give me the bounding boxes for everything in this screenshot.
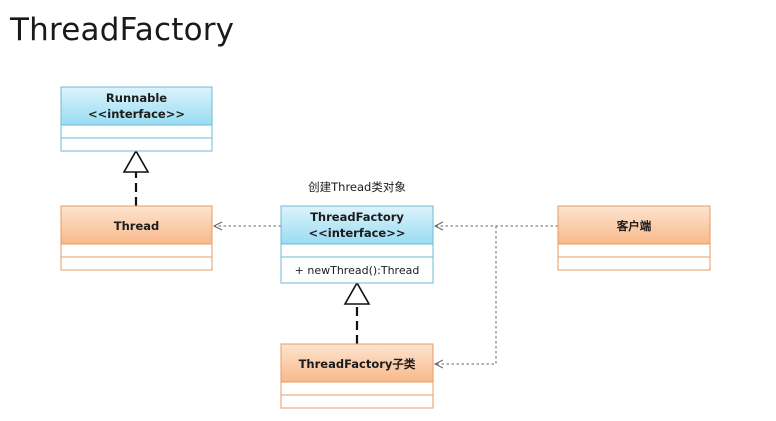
thread-factory-name: ThreadFactory bbox=[310, 210, 404, 224]
runnable-stereotype: <<interface>> bbox=[88, 107, 185, 121]
dependency-client-subclass bbox=[435, 226, 497, 365]
subclass-name: ThreadFactory子类 bbox=[299, 357, 416, 371]
dependency-arrowhead-subclass bbox=[433, 359, 444, 369]
class-thread: Thread bbox=[60, 205, 213, 271]
dependency-arrowhead-thread bbox=[212, 221, 223, 231]
thread-name: Thread bbox=[114, 219, 160, 233]
class-runnable: Runnable <<interface>> bbox=[60, 86, 213, 152]
class-thread-factory-subclass: ThreadFactory子类 bbox=[280, 343, 434, 409]
creation-caption: 创建Thread类对象 bbox=[308, 180, 406, 194]
client-name: 客户端 bbox=[616, 219, 652, 233]
dependency-arrowhead-factory bbox=[433, 221, 444, 231]
class-thread-factory: ThreadFactory <<interface>> + newThread(… bbox=[280, 205, 434, 284]
thread-factory-stereotype: <<interface>> bbox=[308, 226, 405, 240]
class-client: 客户端 bbox=[557, 205, 711, 271]
runnable-name: Runnable bbox=[106, 91, 167, 105]
realization-arrowhead-runnable bbox=[122, 149, 150, 173]
thread-factory-method: + newThread():Thread bbox=[295, 264, 420, 277]
connectors bbox=[122, 149, 558, 369]
page-title: ThreadFactory bbox=[10, 12, 235, 48]
realization-arrowhead-factory bbox=[343, 281, 371, 305]
